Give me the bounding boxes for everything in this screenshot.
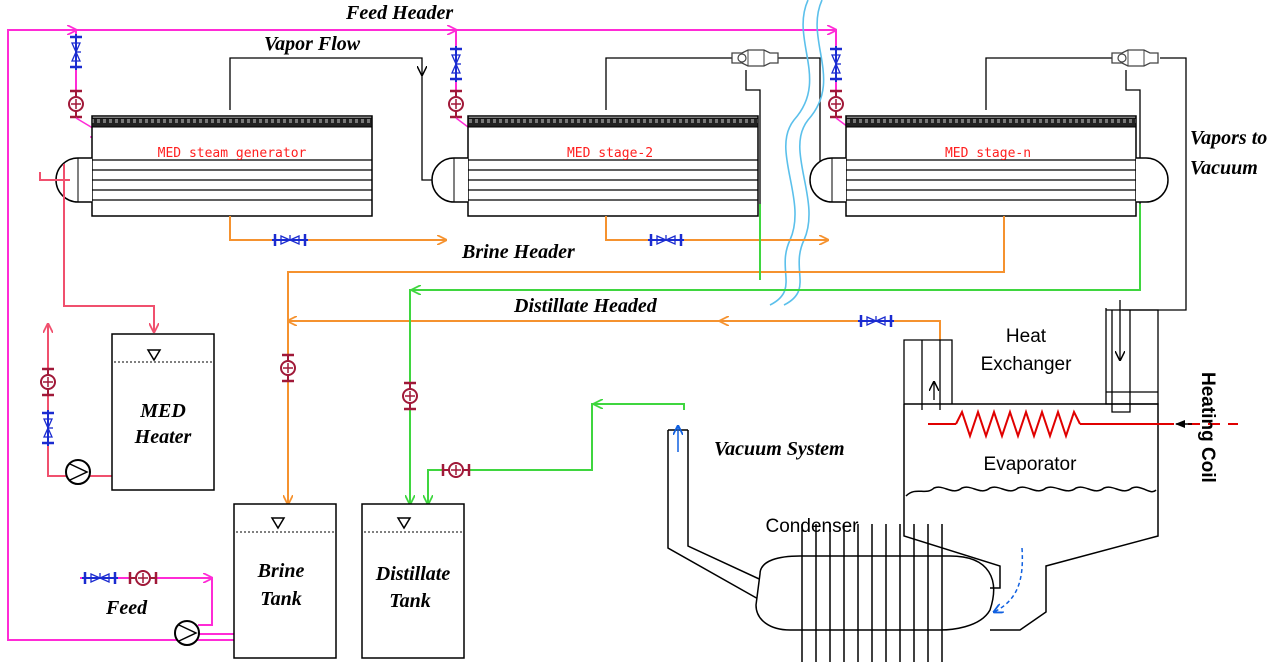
distillate-tank <box>361 503 465 659</box>
evaporator-label: Evaporator <box>984 454 1078 475</box>
stage2-label: MED stage-2 <box>567 146 653 161</box>
condenser-label: Condenser <box>766 516 860 537</box>
heat-exchanger <box>903 308 1159 413</box>
vacuum-system <box>667 426 995 662</box>
vacuum-system-label: Vacuum System <box>714 438 845 460</box>
feed-header-label: Feed Header <box>345 2 453 24</box>
vacuum-label: Vacuum <box>1190 157 1258 179</box>
stage-med-stage-2: MED stage-2 <box>431 115 759 217</box>
vapor-flow-lines <box>229 57 1187 360</box>
feed-label: Feed <box>105 597 148 619</box>
heater-pump <box>65 459 91 485</box>
med-heater-label-1: MED <box>139 400 186 422</box>
thermo-compressor-ejector-2 <box>731 49 779 67</box>
distillate-tank-label-2: Tank <box>389 590 431 612</box>
brine-header-lines <box>229 216 1005 504</box>
distillate-headed-label: Distillate Headed <box>513 295 658 317</box>
stage-med-stage-n: MED stage-n <box>809 115 1169 217</box>
vapor-flow-label: Vapor Flow <box>264 33 361 55</box>
stage1-label: MED steam generator <box>158 146 307 161</box>
heat-exchanger-label-2: Exchanger <box>981 354 1073 375</box>
heat-exchanger-label-1: Heat <box>1006 326 1047 347</box>
distillate-valves <box>401 380 472 479</box>
wavy-break-lines <box>769 0 825 306</box>
feed-pump <box>174 620 200 646</box>
heating-coil-label: Heating Coil <box>1197 372 1218 483</box>
stage-med-steam-generator: MED steam generator <box>55 115 373 217</box>
brine-tank-label-1: Brine <box>257 560 305 582</box>
vapors-to-label: Vapors to <box>1190 127 1267 149</box>
med-heater-label-2: Heater <box>134 426 192 448</box>
brine-tank-label-2: Tank <box>260 588 302 610</box>
stagen-label: MED stage-n <box>945 146 1031 161</box>
thermo-compressor-ejector-n <box>1111 49 1159 67</box>
distillate-tank-label-1: Distillate <box>375 563 451 585</box>
med-heater-tank <box>111 333 215 491</box>
brine-header-label: Brine Header <box>461 241 575 263</box>
brine-tank <box>233 503 337 659</box>
heating-coil <box>928 408 1238 440</box>
